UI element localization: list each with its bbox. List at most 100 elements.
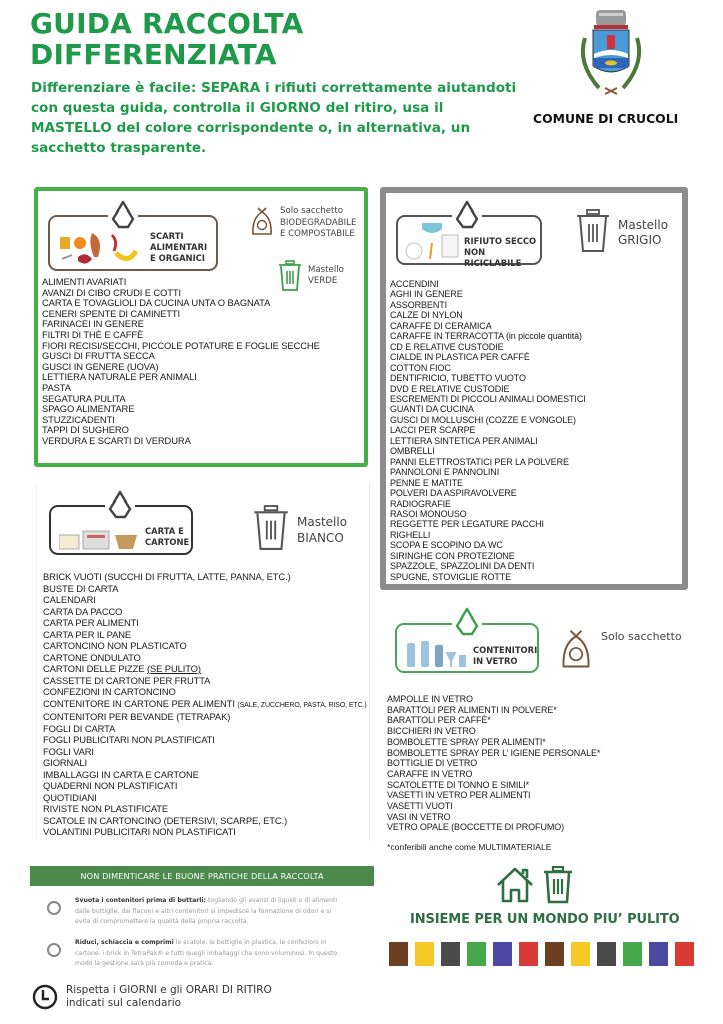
list-item: VASI IN VETRO	[387, 811, 451, 822]
list-item: CALENDARI	[43, 594, 96, 605]
list-item: FOGLI DI CARTA	[43, 722, 116, 734]
organic-waste-panel: SCARTI ALIMENTARI E ORGANICI Solo sacche…	[34, 187, 368, 467]
coat-of-arms-icon	[580, 10, 642, 95]
clock-icon	[32, 984, 58, 1010]
dry-category-badge: RIFIUTO SECCO NON RICICLABILE	[396, 215, 542, 268]
list-item: BARATTOLI PER CAFFÈ*	[387, 715, 491, 726]
list-item: CONTENITORI PER BEVANDE (TETRAPAK)	[43, 711, 231, 722]
list-item: ALIMENTI AVARIATI	[42, 276, 127, 287]
list-item: GUSCI DI MOLLUSCHI (COZZE E VONGOLE)	[390, 414, 576, 425]
list-item: COTTON FIOC	[390, 362, 451, 373]
page-title: GUIDA RACCOLTA DIFFERENZIATA	[30, 8, 304, 70]
list-item: AGHI IN GENERE	[390, 289, 463, 300]
list-item: CARAFFE DI CERAMICA	[390, 320, 492, 331]
recycle-icon	[108, 199, 138, 229]
list-item: AMPOLLE IN VETRO	[387, 694, 473, 704]
tips-header: NON DIMENTICARE LE BUONE PRATICHE DELLA …	[30, 866, 374, 886]
list-item: GUSCI DI FRUTTA SECCA	[42, 350, 155, 362]
list-item: BOMBOLETTE SPRAY PER L’ IGIENE PERSONALE…	[387, 747, 601, 758]
swatch-blue	[649, 942, 668, 966]
list-item: CENERI SPENTE DI CAMINETTI	[42, 307, 181, 319]
swatch-yellow	[415, 942, 434, 966]
list-item: DVD E RELATIVE CUSTODIE	[390, 383, 510, 394]
list-item: CARAFFE IN VETRO	[387, 768, 473, 779]
list-item: SCOPA E SCOPINO DA WC	[390, 540, 503, 551]
trash-bin-icon	[544, 866, 572, 904]
bag-icon	[562, 630, 590, 668]
paper-items-list: BRICK VUOTI (SUCCHI DI FRUTTA, LATTE, PA…	[43, 571, 367, 838]
list-item: TAPPI DI SUGHERO	[42, 424, 129, 436]
organic-bin-info: Mastello VERDE	[278, 260, 344, 292]
recycle-icon	[452, 606, 482, 636]
list-item: GUSCI IN GENERE (UOVA)	[42, 360, 159, 372]
list-item: PANNI ELETTROSTATICI PER LA POLVERE	[390, 456, 569, 467]
list-item: CONFEZIONI IN CARTONCINO	[43, 686, 176, 697]
swatch-yellow	[571, 942, 590, 966]
dry-badge-label: RIFIUTO SECCO NON RICICLABILE	[464, 236, 537, 268]
glass-items-list: AMPOLLE IN VETRO BARATTOLI PER ALIMENTI …	[387, 694, 600, 833]
list-item: CALZE DI NYLON	[390, 310, 463, 321]
list-item: RADIOGRAFIE	[390, 498, 451, 509]
list-item: CARTONCINO NON PLASTICATO	[43, 640, 187, 651]
list-item: DENTIFRICIO, TUBETTO VUOTO	[390, 373, 526, 384]
list-item: BRICK VUOTI (SUCCHI DI FRUTTA, LATTE, PA…	[43, 571, 291, 582]
food-container-note: (SALE, ZUCCHERO, PASTA, RISO, ETC.)	[237, 701, 367, 709]
list-item: LETTIERA NATURALE PER ANIMALI	[42, 371, 197, 383]
list-item: QUOTIDIANI	[43, 791, 97, 803]
list-item: CASSETTE DI CARTONE PER FRUTTA	[43, 674, 211, 686]
list-item: CARTONI DELLE PIZZE (SE PULITO)	[43, 663, 201, 674]
recycle-icon	[105, 489, 135, 519]
list-item: LACCI PER SCARPE	[390, 425, 476, 436]
list-item: VASETTI VUOTI	[387, 801, 453, 812]
list-item: FARINACEI IN GENERE	[42, 318, 144, 330]
list-item: SCATOLETTE DI TONNO E SIMILI*	[387, 779, 529, 790]
list-item: BOMBOLETTE SPRAY PER ALIMENTI*	[387, 736, 546, 747]
swatch-grey	[597, 942, 616, 966]
list-item: ACCENDINI	[390, 279, 439, 289]
organic-badge-label: SCARTI ALIMENTARI E ORGANICI	[150, 231, 208, 263]
organic-category-badge: SCARTI ALIMENTARI E ORGANICI	[48, 215, 218, 271]
list-item: ASSORBENTI	[390, 299, 448, 310]
list-item: GIORNALI	[43, 757, 88, 768]
list-item: CD E RELATIVE CUSTODIE	[390, 341, 504, 352]
list-item: SIRINGHE CON PROTEZIONE	[390, 550, 515, 561]
list-item: RIGHELLI	[390, 529, 431, 540]
list-item: SPAGO ALIMENTARE	[42, 403, 135, 415]
list-item: PASTA	[42, 381, 71, 393]
organic-bag-note: Solo sacchetto BIODEGRADABILE E COMPOSTA…	[280, 206, 357, 239]
swatch-green	[467, 942, 486, 966]
glass-badge-label: CONTENITORI IN VETRO	[473, 645, 538, 666]
food-scraps-icon	[60, 233, 139, 264]
list-item: FOGLI VARI	[43, 745, 94, 757]
title-line-1: GUIDA RACCOLTA	[30, 7, 304, 40]
paper-badge-label: CARTA E CARTONE	[145, 526, 190, 547]
list-item: BARATTOLI PER ALIMENTI IN POLVERE*	[387, 704, 557, 715]
swatch-brown	[545, 942, 564, 966]
list-item: VERDURA E SCARTI DI VERDURA	[42, 434, 191, 446]
list-item: POLVERI DA ASPIRAVOLVERE	[390, 488, 517, 499]
list-item: ESCREMENTI DI PICCOLI ANIMALI DOMESTICI	[390, 393, 586, 404]
dry-bin-info: Mastello GRIGIO	[576, 209, 668, 253]
list-item: VOLANTINI PUBLICITARI NON PLASTIFICATI	[43, 826, 236, 837]
list-item: REGGETTE PER LEGATURE PACCHI	[390, 519, 544, 530]
house-icon	[497, 867, 533, 903]
circle-icon	[47, 943, 61, 957]
list-item: BOTTIGLIE DI VETRO	[387, 758, 478, 769]
slogan: INSIEME PER UN MONDO PIU’ PULITO	[410, 912, 680, 927]
list-item: SPUGNE, STOVIGLIE ROTTE	[390, 571, 512, 582]
pizza-note: (SE PULITO)	[146, 663, 201, 674]
swatch-blue	[493, 942, 512, 966]
dry-items-list: ACCENDINI AGHI IN GENERE ASSORBENTI CALZ…	[390, 279, 586, 582]
list-item: GUANTI DA CUCINA	[390, 404, 474, 415]
compostable-bag-icon	[252, 207, 272, 235]
page-subtitle: Differenziare è facile: SEPARA i rifiuti…	[31, 80, 517, 156]
green-bin-icon	[279, 260, 301, 291]
paper-items-icon	[59, 530, 137, 550]
swatch-brown	[389, 942, 408, 966]
dry-waste-panel: RIFIUTO SECCO NON RICICLABILE Mastello G…	[380, 187, 688, 590]
list-item: STUZZICADENTI	[42, 413, 115, 425]
swatch-grey	[441, 942, 460, 966]
list-item: CONTENITORE IN CARTONE PER ALIMENTI (SAL…	[43, 697, 367, 709]
list-item: VASETTI IN VETRO PER ALIMENTI	[387, 790, 531, 801]
list-item: CARAFFE IN TERRACOTTA (in piccole quanti…	[390, 331, 582, 342]
